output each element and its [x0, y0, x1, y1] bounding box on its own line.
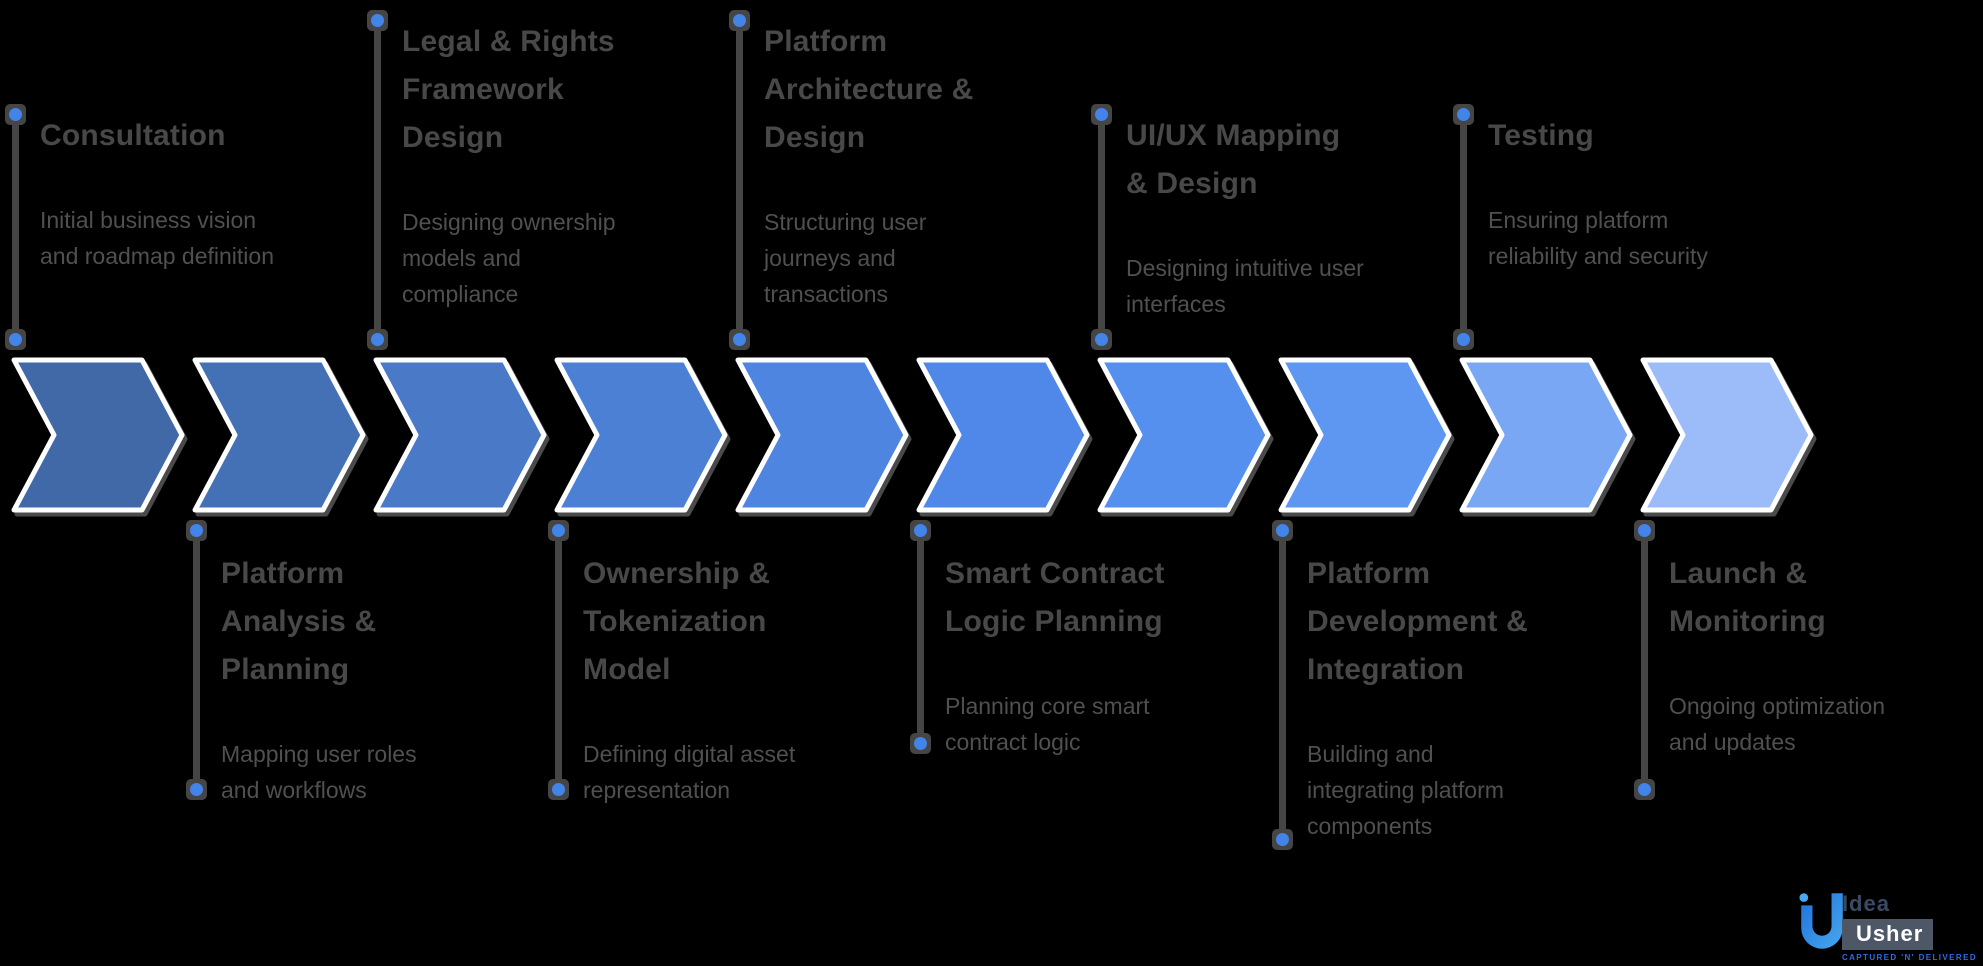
- chevron-arrow: [554, 357, 728, 513]
- step-title: Consultation: [40, 119, 226, 152]
- step-title: Platform Architecture & Design: [764, 25, 974, 154]
- chevron-arrow: [1459, 357, 1633, 513]
- step-title: Platform Analysis & Planning: [221, 557, 377, 686]
- connector-dot: [1091, 329, 1112, 350]
- chevron-arrow: [192, 357, 366, 513]
- connector-dot: [1272, 520, 1293, 541]
- connector-dot: [367, 10, 388, 31]
- connector-dot: [910, 520, 931, 541]
- step-description: Designing ownership models and complianc…: [402, 209, 616, 307]
- step-title: Launch & Monitoring: [1669, 557, 1826, 638]
- milestone-connector-line: [1453, 104, 1474, 350]
- idea-usher-logo-mark: [1799, 893, 1843, 949]
- connector-dot: [186, 520, 207, 541]
- chevron-arrow: [735, 357, 909, 513]
- connector-dot: [5, 329, 26, 350]
- milestone-connector-line: [5, 104, 26, 350]
- chevron-arrow: [1278, 357, 1452, 513]
- step-title: Testing: [1488, 119, 1594, 152]
- logo-brand-top: Idea: [1841, 891, 1890, 916]
- logo-brand-bottom: Usher: [1841, 919, 1934, 950]
- connector-dot: [1453, 329, 1474, 350]
- step-description: Defining digital asset representation: [583, 741, 796, 803]
- connector-dot: [1091, 104, 1112, 125]
- chevron-arrow: [1640, 357, 1814, 513]
- connector-dot: [910, 733, 931, 754]
- chevron-arrow: [11, 357, 185, 513]
- step-title: Legal & Rights Framework Design: [402, 25, 615, 154]
- connector-dot: [548, 779, 569, 800]
- logo-dot: [1799, 893, 1809, 902]
- milestone-connector-line: [186, 520, 207, 800]
- connector-dot: [1272, 829, 1293, 850]
- step-description: Designing intuitive user interfaces: [1126, 255, 1364, 317]
- milestone-connector-line: [548, 520, 569, 800]
- step-title: Platform Development & Integration: [1307, 557, 1528, 686]
- milestone-connector-line: [910, 520, 931, 754]
- milestone-connector-line: [1634, 520, 1655, 800]
- step-description: Building and integrating platform compon…: [1307, 741, 1504, 839]
- step-title: Ownership & Tokenization Model: [583, 557, 771, 686]
- connector-dot: [548, 520, 569, 541]
- chevron-arrow: [373, 357, 547, 513]
- connector-dot: [367, 329, 388, 350]
- step-title: Smart Contract Logic Planning: [945, 557, 1165, 638]
- connector-dot: [729, 10, 750, 31]
- connector-dot: [186, 779, 207, 800]
- chevron-arrow: [916, 357, 1090, 513]
- milestone-connector-line: [1091, 104, 1112, 350]
- logo-text: Idea Usher CAPTURED 'N' DELIVERED: [1841, 881, 1977, 962]
- step-description: Planning core smart contract logic: [945, 693, 1150, 755]
- chevron-arrow: [1097, 357, 1271, 513]
- milestone-connector-line: [367, 10, 388, 350]
- step-description: Ongoing optimization and updates: [1669, 693, 1886, 755]
- milestone-connector-line: [729, 10, 750, 350]
- step-description: Structuring user journeys and transactio…: [764, 209, 927, 307]
- connector-dot: [1634, 520, 1655, 541]
- step-title: UI/UX Mapping & Design: [1126, 119, 1341, 200]
- step-description: Ensuring platform reliability and securi…: [1488, 207, 1708, 269]
- milestone-connector-line: [1272, 520, 1293, 850]
- idea-usher-logo: Idea Usher CAPTURED 'N' DELIVERED: [1796, 881, 1977, 962]
- logo-tagline: CAPTURED 'N' DELIVERED: [1841, 953, 1977, 962]
- connector-dot: [1634, 779, 1655, 800]
- connector-dot: [729, 329, 750, 350]
- logo-u-shape: [1801, 893, 1843, 949]
- connector-dot: [1453, 104, 1474, 125]
- step-description: Initial business vision and roadmap defi…: [40, 207, 274, 269]
- connector-dot: [5, 104, 26, 125]
- step-description: Mapping user roles and workflows: [221, 741, 417, 803]
